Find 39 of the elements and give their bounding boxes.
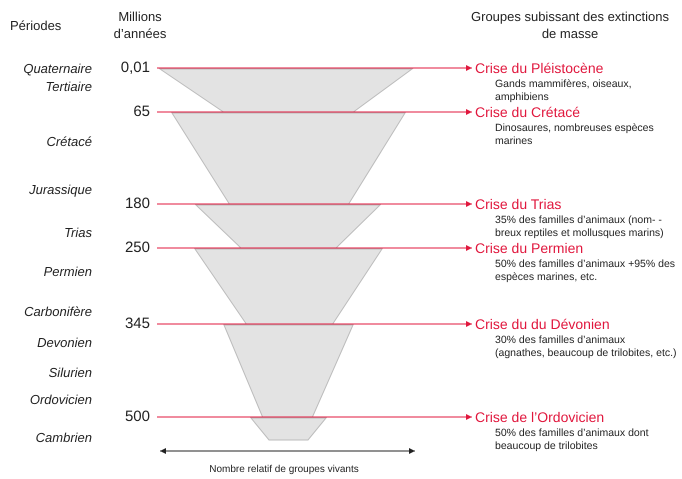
crisis-title: Crise du Trias: [475, 196, 562, 212]
crisis-title: Crise du du Dévonien: [475, 316, 610, 332]
period-name: Permien: [42, 263, 92, 280]
period-name: Silurien: [48, 364, 92, 381]
period-name: Carbonifère: [23, 303, 92, 320]
crisis-title: Crise du Permien: [475, 240, 584, 256]
crisis-description: 50% des familles d’animaux dont beaucoup de trilobites: [495, 427, 650, 453]
arrow: [156, 201, 472, 207]
period-name: Ordovicien: [28, 391, 92, 408]
crisis-title: Crise du Pléistocène: [475, 60, 604, 76]
year-label: 345: [90, 315, 150, 333]
axis-caption: Nombre relatif de groupes vivants: [208, 463, 360, 477]
year-label: 500: [90, 408, 150, 426]
crisis-description: 50% des familles d’animaux +95% des espèces marines, etc.: [495, 258, 676, 284]
crisis-title: Crise de l’Ordovicien: [475, 409, 604, 425]
arrow: [156, 414, 472, 420]
period-name: Tertiaire: [44, 78, 92, 95]
column-header: Groupes subissant des extinctions de masse: [470, 8, 670, 42]
crisis-description: Dinosaures, nombreuses espèces marines: [495, 122, 655, 148]
period-name: Cambrien: [34, 429, 92, 446]
column-header: Millions d’années: [112, 8, 168, 42]
year-label: 65: [90, 103, 150, 121]
crisis-title: Crise du Crétacé: [475, 104, 580, 120]
arrow: [156, 321, 472, 327]
period-name: Devonien: [36, 334, 92, 351]
period-name: Quaternaire: [22, 60, 92, 77]
column-header: Périodes: [10, 17, 62, 34]
crisis-description: Gands mammifères, oiseaux, amphibiens: [495, 78, 633, 104]
period-name: Crétacé: [45, 133, 92, 150]
crisis-description: 30% des familles d’animaux (agnathes, beaucoup de trilobites, etc.): [495, 334, 677, 360]
year-label: 180: [90, 195, 150, 213]
arrow: [156, 109, 472, 115]
year-label: 0,01: [90, 59, 150, 77]
arrow: [156, 65, 472, 71]
crisis-description: 35% des familles d’animaux (nom- -breux reptiles et mollusques marins): [495, 214, 665, 240]
year-label: 250: [90, 239, 150, 257]
arrow: [156, 245, 472, 251]
period-name: Jurassique: [28, 181, 92, 198]
period-name: Trias: [63, 224, 92, 241]
